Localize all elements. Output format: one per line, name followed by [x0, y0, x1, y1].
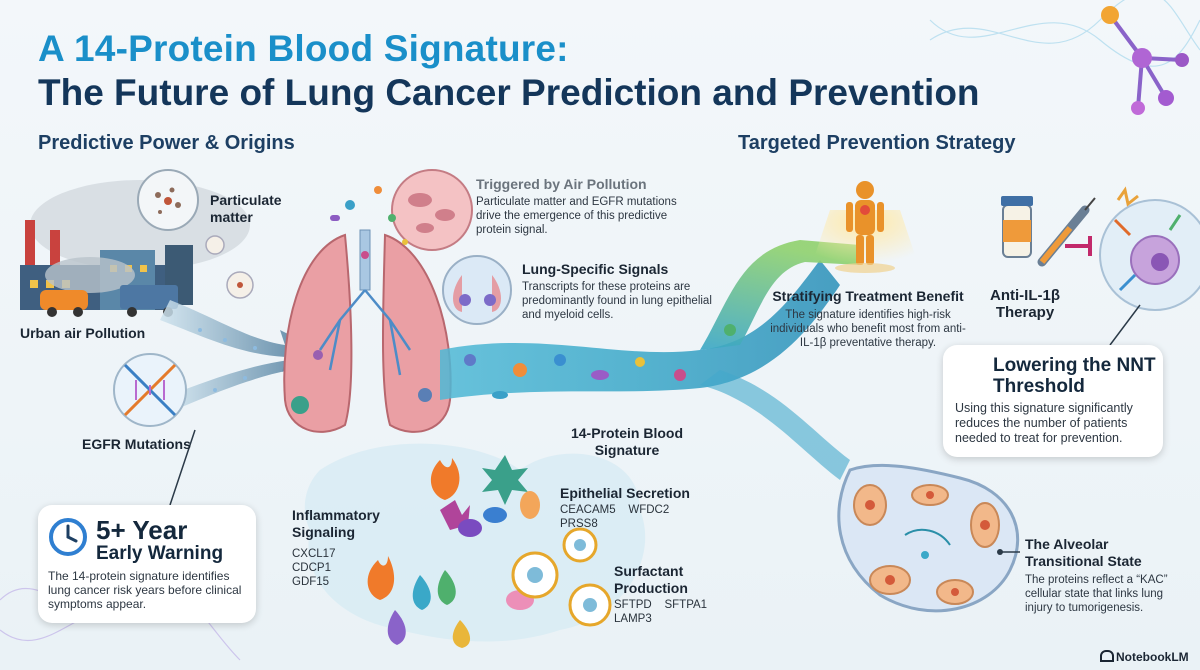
alveolar-text: The proteins reflect a “KAC” cellular st… — [1025, 574, 1168, 614]
inflammatory-proteins: CXCL17 CDCP1 GDF15 — [292, 548, 336, 588]
title-line-1: A 14-Protein Blood Signature: — [38, 28, 569, 69]
brand-text: NotebookLM — [1116, 650, 1189, 664]
surfactant-label: Surfactant Production — [614, 563, 688, 596]
lung-signals-text: Transcripts for these proteins are predo… — [522, 281, 712, 321]
nnt-title: Lowering the NNT Threshold — [993, 355, 1156, 397]
inflammatory-label: Inflammatory Signaling — [292, 507, 380, 540]
nnt-card: Lowering the NNT Threshold Using this si… — [943, 345, 1163, 457]
section-heading-right: Targeted Prevention Strategy — [738, 132, 1016, 154]
stream-branch-down — [700, 370, 850, 480]
tissue-magnified-icon — [391, 169, 473, 251]
molecule-icon — [1101, 6, 1189, 115]
brand-logo: NotebookLM — [1100, 650, 1189, 664]
vial-icon — [1001, 196, 1033, 258]
syringe-icon — [1037, 197, 1096, 267]
dna-swirl-top-right — [929, 0, 1200, 67]
blood-stream-flow — [440, 260, 840, 400]
air-pollution-text: Particulate matter and EGFR mutations dr… — [476, 196, 677, 236]
dna-icon — [113, 353, 187, 427]
lungs-illustration — [283, 229, 452, 433]
epithelial-label: Epithelial Secretion — [560, 485, 690, 501]
stratifying-block: Stratifying Treatment Benefit The signat… — [768, 288, 968, 350]
air-pollution-block: Triggered by Air Pollution Particulate m… — [476, 176, 696, 237]
alveolar-sac-illustration — [837, 463, 1020, 613]
early-warning-card: 5+ Year Early Warning The 14-protein sig… — [38, 505, 256, 623]
immune-cell-icon — [1099, 186, 1200, 311]
lung-signals-block: Lung-Specific Signals Transcripts for th… — [522, 261, 722, 322]
lung-cells-icon — [442, 255, 512, 325]
alveolar-block: The Alveolar Transitional State The prot… — [1025, 536, 1175, 615]
section-heading-left: Predictive Power & Origins — [38, 132, 295, 154]
alveolar-title: The Alveolar Transitional State — [1025, 536, 1142, 569]
air-pollution-title: Triggered by Air Pollution — [476, 176, 647, 192]
title-line-2: The Future of Lung Cancer Prediction and… — [38, 72, 980, 113]
notebooklm-icon — [1100, 650, 1114, 662]
signature-label: 14-Protein Blood Signature — [570, 425, 683, 458]
particulate-matter-label: Particulate matter — [210, 192, 282, 225]
early-warning-text: The 14-protein signature identifies lung… — [48, 569, 242, 611]
stream-branch-up — [700, 240, 860, 350]
clock-icon — [49, 518, 87, 556]
surfactant-proteins: SFTPD SFTPA1 LAMP3 — [614, 599, 708, 625]
lung-signals-title: Lung-Specific Signals — [522, 261, 669, 277]
pollution-arrow — [160, 300, 320, 372]
egfr-mutations-label: EGFR Mutations — [82, 436, 191, 452]
inflammatory-proteins-icons — [367, 455, 540, 648]
early-warning-line1: 5+ Year — [96, 515, 188, 545]
inhibition-icon — [1065, 236, 1092, 256]
therapy-label: Anti-IL-1β Therapy — [990, 287, 1060, 321]
particulate-matter-icon — [137, 169, 254, 299]
stratifying-text: The signature identifies high-risk indiv… — [770, 309, 966, 349]
stream-proteins — [464, 324, 736, 399]
factory-icon — [20, 180, 250, 317]
person-icon — [810, 181, 920, 273]
urban-pollution-label: Urban air Pollution — [20, 325, 146, 341]
stratifying-title: Stratifying Treatment Benefit — [772, 288, 964, 304]
epithelial-proteins: CEACAM5 WFDC2 PRSS8 — [560, 504, 670, 530]
nnt-text: Using this signature significantly reduc… — [955, 401, 1133, 445]
early-warning-line2: Early Warning — [96, 543, 224, 564]
protein-particles — [330, 186, 408, 259]
